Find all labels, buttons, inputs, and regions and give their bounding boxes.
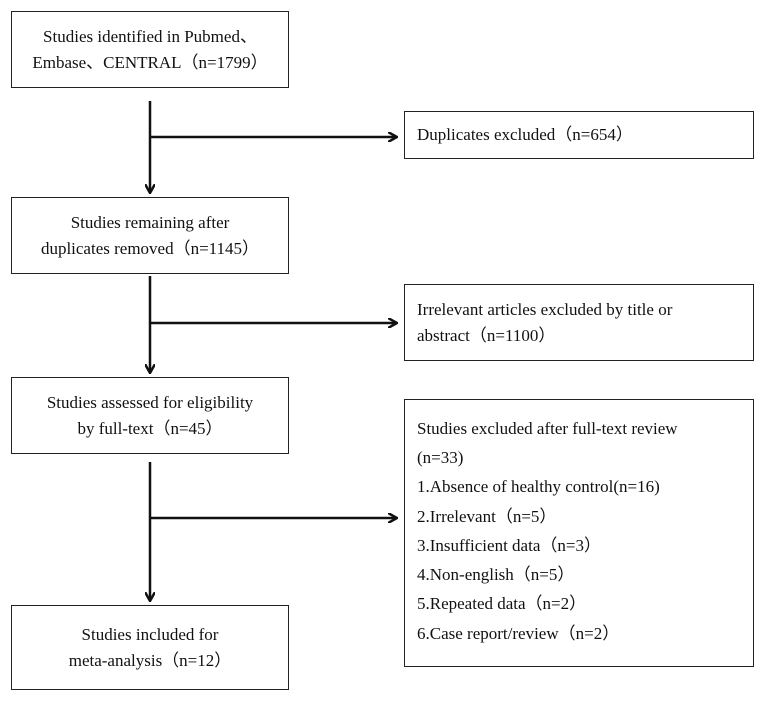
box-duplicates-excluded: Duplicates excluded（n=654） [404,111,754,159]
box-studies-remaining: Studies remaining after duplicates remov… [11,197,289,274]
box-line: Embase、CENTRAL（n=1799） [32,52,268,72]
exclusion-heading: Studies excluded after full-text review [417,419,678,438]
box-line: Irrelevant articles excluded by title or [417,300,673,319]
exclusion-reason: 5.Repeated data（n=2） [417,594,587,614]
box-line: Duplicates excluded（n=654） [417,125,633,145]
box-line: duplicates removed（n=1145） [40,238,260,258]
box-line: meta-analysis（n=12） [68,650,232,670]
exclusion-reason: 6.Case report/review（n=2） [417,623,620,643]
exclusion-count: (n=33) [417,448,464,468]
box-line: Studies remaining after [70,213,230,232]
box-irrelevant-excluded: Irrelevant articles excluded by title or… [404,284,754,361]
box-studies-identified: Studies identified in Pubmed、 Embase、CEN… [11,11,289,88]
box-line: by full-text（n=45） [77,418,223,438]
box-line: abstract（n=1100） [417,325,556,345]
box-line: Studies included for [81,625,219,644]
box-studies-included: Studies included for meta-analysis（n=12） [11,605,289,690]
exclusion-reason: 4.Non-english（n=5） [417,565,575,585]
box-line: Studies assessed for eligibility [46,393,254,412]
exclusion-reason: 3.Insufficient data（n=3） [417,535,601,555]
box-studies-assessed: Studies assessed for eligibility by full… [11,377,289,454]
exclusion-reason: 1.Absence of healthy control(n=16) [417,477,660,497]
exclusion-reason: 2.Irrelevant（n=5） [417,506,557,526]
box-fulltext-excluded: Studies excluded after full-text review … [404,399,754,667]
box-line: Studies identified in Pubmed、 [43,27,257,46]
